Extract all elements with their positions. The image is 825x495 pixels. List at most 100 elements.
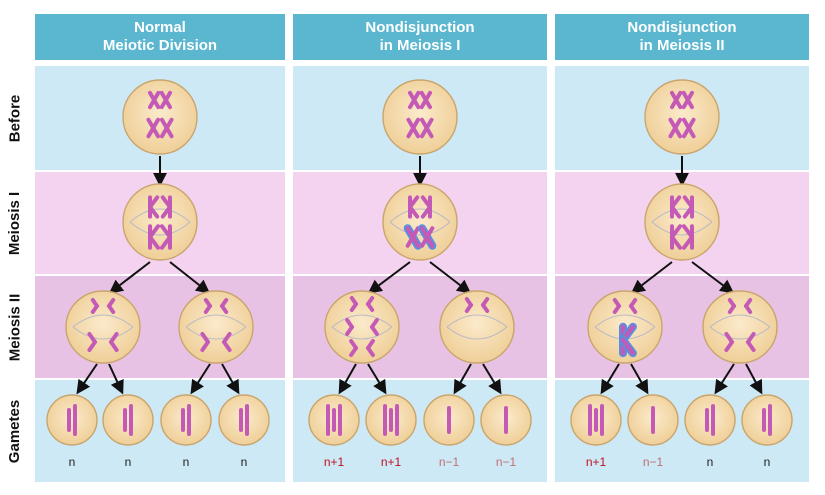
chromatid: [744, 304, 753, 314]
chromatid: [420, 226, 435, 248]
arrow: [221, 363, 240, 395]
header-nd2-line1: Nondisjunction: [627, 19, 737, 36]
spindle-fiber: [185, 326, 247, 340]
chromatid: [419, 90, 433, 110]
chromatid: [464, 303, 473, 313]
chromatid: [408, 205, 420, 219]
arrow: [367, 261, 411, 294]
chromatid: [407, 90, 421, 110]
gamete-label-5: n+1: [324, 455, 345, 469]
chromatid: [222, 340, 232, 352]
gamete-12: [741, 394, 793, 446]
gamete-7: [423, 394, 475, 446]
chromatid: [682, 205, 694, 219]
chromatid: [746, 340, 756, 352]
chromatid: [724, 340, 734, 352]
gamete-label-12: n: [764, 455, 771, 469]
chromatid: [160, 205, 172, 219]
header-normal-line2: Meiotic Division: [102, 37, 218, 54]
cell-membrane: [178, 290, 254, 364]
header-nondisjunction-meiosis-2: Nondisjunction in Meiosis II: [555, 14, 809, 60]
spindle-fiber: [651, 208, 713, 223]
spindle-fiber: [651, 221, 713, 236]
gamete-label-3: n: [183, 455, 190, 469]
cell-membrane: [122, 79, 198, 155]
gamete-1: [46, 394, 98, 446]
arrow: [429, 261, 472, 294]
gamete-11: [684, 394, 736, 446]
gamete-label-10: n−1: [643, 455, 664, 469]
chromatid: [159, 224, 172, 239]
chromatid: [420, 205, 432, 219]
arrow: [76, 363, 98, 395]
gamete-label-9: n+1: [586, 455, 607, 469]
gamete-label-2: n: [125, 455, 132, 469]
chromatid: [621, 338, 635, 356]
chromatid: [148, 235, 161, 250]
chromatid: [345, 325, 354, 336]
cell-membrane: [702, 290, 778, 364]
arrow: [745, 363, 763, 395]
arrow: [338, 363, 357, 395]
arrow: [630, 363, 649, 395]
chromatid: [203, 304, 212, 314]
chromatid: [159, 90, 173, 110]
chromatid: [109, 340, 119, 352]
spindle-fiber: [129, 208, 191, 223]
arrow: [190, 363, 211, 395]
cell-meiosis-2-1-1: [65, 290, 141, 364]
gamete-9: [570, 394, 622, 446]
header-nd1-line2: in Meiosis I: [379, 37, 461, 54]
chromatid: [481, 303, 490, 313]
cell-meiosis-2-1-2: [178, 290, 254, 364]
spindle-fiber: [709, 326, 771, 340]
cell-membrane: [160, 394, 212, 446]
chromatid: [349, 346, 358, 357]
arrow: [482, 363, 502, 395]
arrow: [691, 261, 735, 294]
cell-meiosis-2-2-2: [439, 290, 515, 364]
chromatid: [159, 235, 172, 250]
arrow: [453, 363, 472, 395]
chromatid: [419, 117, 434, 139]
column-separator-2: [547, 66, 555, 482]
cell-membrane: [218, 394, 270, 446]
chromatid: [147, 90, 161, 110]
chromatid: [681, 117, 696, 139]
cell-membrane: [382, 183, 458, 261]
chromatid: [200, 340, 210, 352]
chromatid: [148, 205, 160, 219]
chromatid: [612, 304, 621, 314]
cell-membrane: [122, 183, 198, 261]
cell-meiosis-2-3-1: [587, 290, 663, 364]
header-nd1-line1: Nondisjunction: [365, 19, 475, 36]
cell-membrane: [684, 394, 736, 446]
gamete-label-6: n+1: [381, 455, 402, 469]
spindle-fiber: [709, 314, 771, 328]
cell-membrane: [741, 394, 793, 446]
spindle-fiber: [72, 326, 134, 340]
cell-meiosis-1-3: [644, 183, 720, 261]
header-normal: Normal Meiotic Division: [35, 14, 285, 60]
chromatid: [349, 302, 358, 312]
spindle-fiber: [389, 208, 451, 223]
header-nd2-line2: in Meiosis II: [639, 37, 725, 54]
arrow: [630, 261, 673, 294]
header-normal-line1: Normal: [134, 19, 186, 36]
cell-meiosis-2-3-2: [702, 290, 778, 364]
arrow: [714, 363, 735, 395]
chromatid: [366, 302, 375, 312]
chromatid: [629, 304, 638, 314]
cell-membrane: [644, 79, 720, 155]
spindle-fiber: [446, 326, 508, 340]
column-separator-1: [285, 66, 293, 482]
chromatid: [681, 90, 695, 110]
spindle-fiber: [72, 314, 134, 328]
chromatid: [670, 235, 683, 250]
spindle-fiber: [389, 221, 451, 236]
chromatid: [670, 224, 683, 239]
chromatid: [146, 117, 161, 139]
cell-before-2: [382, 79, 458, 155]
chromatid: [727, 304, 736, 314]
gamete-label-8: n−1: [496, 455, 517, 469]
